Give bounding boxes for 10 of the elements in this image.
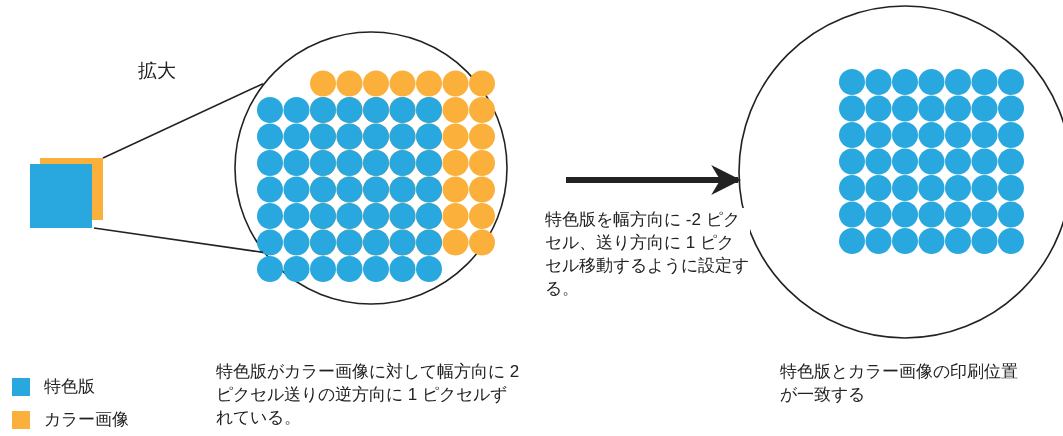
legend-label: 特色版 — [44, 376, 95, 398]
magnified-view-circle — [234, 31, 508, 305]
magnification-line — [102, 82, 264, 159]
node-label: 特色版とカラー画像の印刷位置が一致する — [780, 361, 1019, 406]
legend-label: カラー画像 — [44, 409, 129, 431]
arrow — [566, 165, 742, 195]
zoom-label: 拡大 — [138, 59, 176, 83]
magnification-line — [93, 227, 264, 254]
node-label: 特色版がカラー画像に対して幅方向に 2 ピクセル送りの逆方向に 1 ピクセルずれている。 — [216, 361, 521, 429]
overlapping-squares-drawing — [30, 158, 104, 228]
